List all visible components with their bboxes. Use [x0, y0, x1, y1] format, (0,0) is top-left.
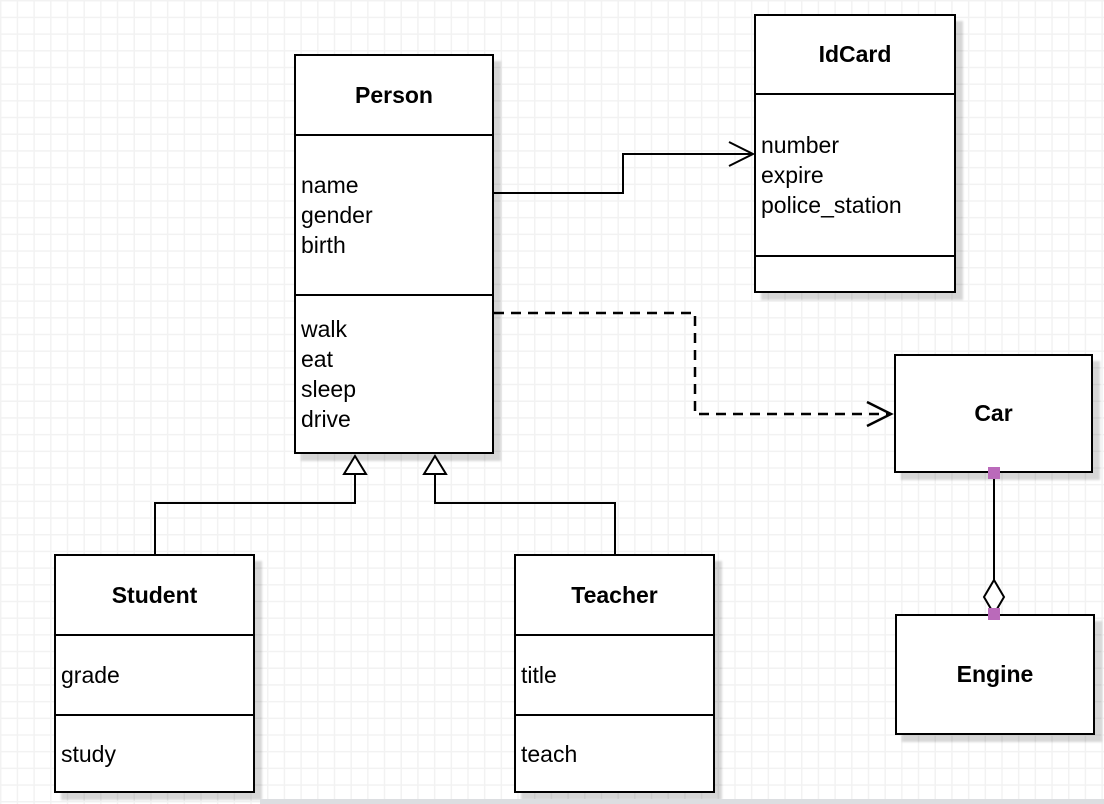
method: study: [61, 740, 116, 767]
method: eat: [301, 346, 333, 372]
class-teacher-title: Teacher: [571, 581, 658, 608]
attribute: grade: [61, 662, 120, 688]
class-person-title: Person: [355, 81, 433, 108]
class-person-methods: walk eat sleep drive: [296, 294, 492, 452]
hollow-triangle-icon: [342, 454, 368, 475]
class-engine-title: Engine: [956, 661, 1034, 687]
class-car[interactable]: Car: [894, 354, 1093, 473]
class-car-title: Car: [974, 400, 1013, 426]
class-person[interactable]: Person name gender birth walk eat sleep …: [294, 54, 494, 454]
open-arrow-icon: [728, 141, 756, 167]
class-teacher-attributes: title: [516, 634, 713, 714]
edge-generalization-teacher-person[interactable]: [422, 454, 616, 554]
class-teacher[interactable]: Teacher title teach: [514, 554, 715, 793]
class-idcard-title: IdCard: [818, 41, 892, 67]
edge-aggregation-car-engine[interactable]: [982, 467, 1006, 620]
attribute: name: [301, 172, 359, 198]
class-student-methods: study: [56, 714, 253, 791]
edge-dependency-person-car[interactable]: [494, 311, 894, 428]
method: teach: [521, 740, 578, 767]
edge-generalization-student-person[interactable]: [154, 454, 368, 554]
attribute: birth: [301, 232, 346, 258]
class-teacher-methods: teach: [516, 714, 713, 791]
attribute: police_station: [761, 192, 902, 218]
class-student-attributes: grade: [56, 634, 253, 714]
edge-association-person-idcard[interactable]: [494, 141, 756, 194]
class-engine[interactable]: Engine: [895, 614, 1095, 735]
page-bottom-edge: [260, 799, 1104, 804]
class-idcard[interactable]: IdCard number expire police_station: [754, 14, 956, 293]
attribute: expire: [761, 162, 824, 188]
method: walk: [301, 316, 348, 342]
class-idcard-attributes: number expire police_station: [756, 93, 954, 255]
attribute: number: [761, 132, 839, 158]
class-idcard-methods: [756, 255, 954, 291]
attribute: gender: [301, 202, 373, 228]
hollow-triangle-icon: [422, 454, 448, 475]
class-person-attributes: name gender birth: [296, 134, 492, 294]
class-student[interactable]: Student grade study: [54, 554, 255, 793]
attribute: title: [521, 662, 557, 688]
method: sleep: [301, 376, 356, 402]
class-student-title: Student: [111, 581, 198, 608]
method: drive: [301, 406, 351, 432]
open-arrow-icon: [866, 400, 894, 428]
